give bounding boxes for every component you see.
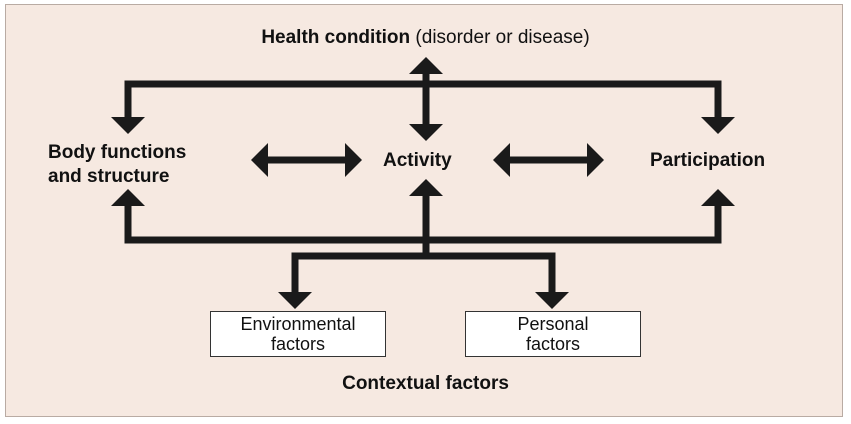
body-functions-line2: and structure: [48, 166, 170, 187]
arrowhead-up-body: [111, 189, 145, 206]
environmental-line2: factors: [270, 334, 326, 354]
arrowhead-left-activity: [493, 143, 510, 177]
environmental-line1: Environmental: [240, 314, 356, 334]
health-condition-subtitle: (disorder or disease): [415, 27, 590, 48]
contextual-bracket-line: [291, 252, 556, 292]
arrowhead-down-activity: [409, 124, 443, 141]
arrowhead-up-health: [409, 57, 443, 74]
personal-line2: factors: [525, 334, 581, 354]
arrowhead-down-participation: [701, 117, 735, 134]
health-condition-label: Health condition (disorder or disease): [0, 27, 851, 49]
personal-factors-box: Personal factors: [465, 311, 641, 357]
arrowhead-right-participation: [587, 143, 604, 177]
arrowhead-up-participation: [701, 189, 735, 206]
arrowhead-down-personal: [535, 292, 569, 309]
contextual-factors-label: Contextual factors: [342, 373, 509, 394]
body-functions-line1: Body functions: [48, 142, 187, 163]
arrowhead-right-activity: [345, 143, 362, 177]
arrowhead-down-environmental: [278, 292, 312, 309]
arrowhead-up-activity: [409, 179, 443, 196]
personal-line1: Personal: [517, 314, 589, 334]
body-functions-label: Body functions and structure: [48, 141, 186, 189]
health-condition-title: Health condition: [261, 27, 411, 48]
participation-label: Participation: [650, 150, 766, 171]
activity-label: Activity: [383, 150, 452, 171]
arrowhead-down-body: [111, 117, 145, 134]
arrowhead-left-body: [251, 143, 268, 177]
environmental-factors-box: Environmental factors: [210, 311, 386, 357]
